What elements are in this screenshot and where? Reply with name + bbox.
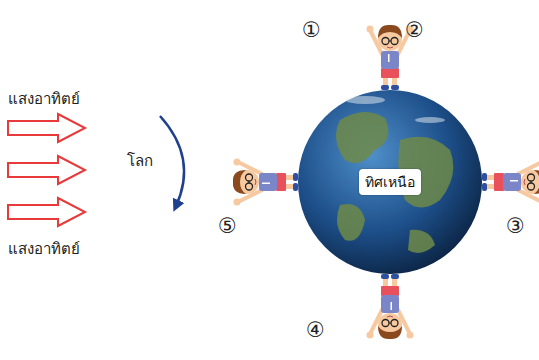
child-figure xyxy=(233,159,298,206)
direction-label-box: ทิศเหนือ xyxy=(359,169,421,195)
callout-number: ② xyxy=(405,18,424,43)
sunlight-arrows xyxy=(8,114,85,226)
earth xyxy=(298,90,482,274)
callout-number: ① xyxy=(302,18,321,43)
callout-number: ③ xyxy=(506,214,525,239)
rotation-arrow xyxy=(160,116,184,206)
earth-label: โลก xyxy=(127,152,153,170)
callout-number: ④ xyxy=(306,318,325,343)
sunlight-label: แสงอาทิตย์ xyxy=(8,90,80,108)
earth-land xyxy=(336,112,453,253)
direction-text: ทิศเหนือ xyxy=(365,174,415,190)
sunlight-label: แสงอาทิตย์ xyxy=(8,240,80,258)
child-figure xyxy=(367,274,414,339)
callout-number: ⑤ xyxy=(218,214,237,239)
child-figure xyxy=(482,159,539,206)
